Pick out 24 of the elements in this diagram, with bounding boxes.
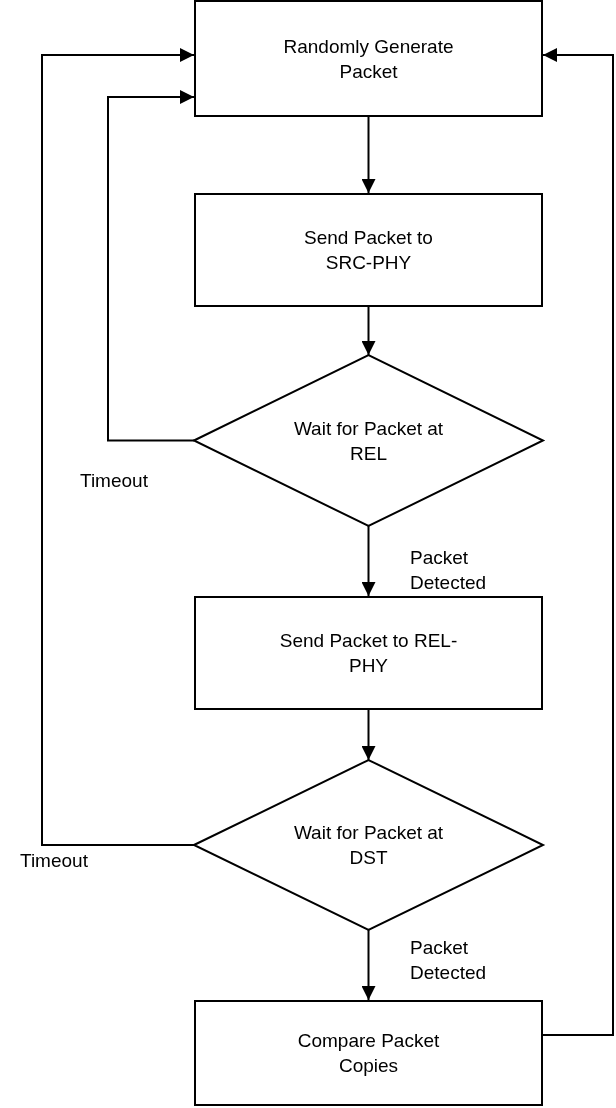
process-box <box>194 193 543 307</box>
edge-label: Timeout <box>20 849 89 873</box>
node-text: Send Packet to SRC-PHY <box>303 226 434 275</box>
decision-diamond <box>194 355 543 526</box>
node-text: Randomly Generate Packet <box>282 34 455 84</box>
edge-label: Packet Detected <box>410 936 488 985</box>
process-box <box>194 1000 543 1106</box>
arrow <box>361 306 376 356</box>
arrow <box>361 116 376 194</box>
process-box <box>194 0 543 117</box>
node-text: Send Packet to REL-PHY <box>278 629 459 678</box>
edge-label: Timeout <box>80 469 149 493</box>
arrow <box>361 709 376 761</box>
process-box <box>194 596 543 710</box>
arrow <box>107 90 195 442</box>
arrow <box>361 929 376 1001</box>
node-text: Compare Packet Copies <box>296 1029 441 1078</box>
arrow <box>361 525 376 597</box>
decision-diamond <box>194 760 543 930</box>
arrow <box>41 48 195 846</box>
edge-label: Packet Detected <box>410 546 488 595</box>
arrow <box>542 48 614 1036</box>
node-text: Wait for Packet at REL <box>293 416 444 466</box>
node-text: Wait for Packet at DST <box>293 821 444 870</box>
